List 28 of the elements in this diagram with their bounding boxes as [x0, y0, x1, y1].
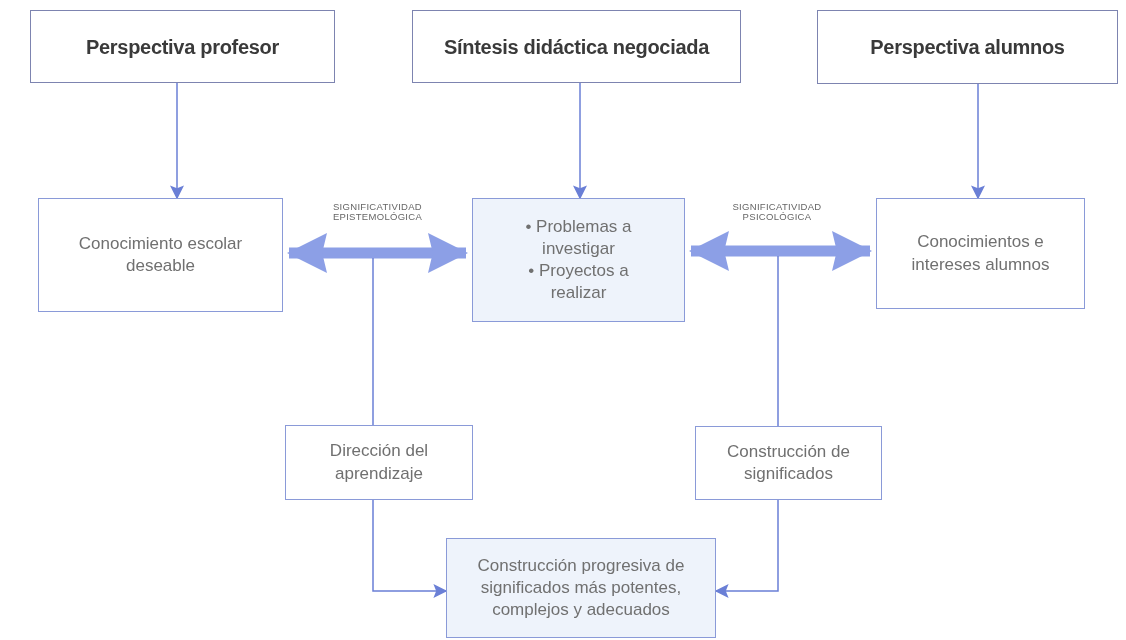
box-text: Perspectiva profesor [85, 34, 280, 60]
process-box [472, 198, 685, 322]
process-box [285, 425, 473, 500]
process-box [412, 10, 741, 83]
bullet-item: • Problemas a investigar [524, 215, 633, 260]
process-box [446, 538, 716, 638]
arrow [573, 82, 587, 200]
box-text: Conocimientos e intereses alumnos [910, 231, 1051, 276]
box-text: Conocimiento escolar deseable [77, 232, 244, 277]
process-box [817, 10, 1118, 84]
box-text: Perspectiva alumnos [869, 35, 1066, 60]
box-text: Dirección del aprendizaje [328, 440, 430, 485]
arrow [372, 499, 448, 598]
double-arrow [689, 231, 872, 271]
process-box [876, 198, 1085, 309]
box-text: Síntesis didáctica negociada [443, 34, 711, 60]
box-text: Construcción progresiva de significados más potentes, complejos y adecuados [476, 554, 686, 622]
double-arrow [287, 233, 468, 273]
arrow [971, 83, 985, 200]
connector-line [372, 257, 374, 426]
connector-line [777, 255, 779, 427]
process-box [695, 426, 882, 500]
arrow [714, 499, 779, 598]
bullet-item: • Proyectos a realizar [527, 260, 630, 305]
box-text: Construcción de significados [726, 440, 851, 485]
process-box [38, 198, 283, 312]
arrow [170, 82, 184, 200]
process-box [30, 10, 335, 83]
